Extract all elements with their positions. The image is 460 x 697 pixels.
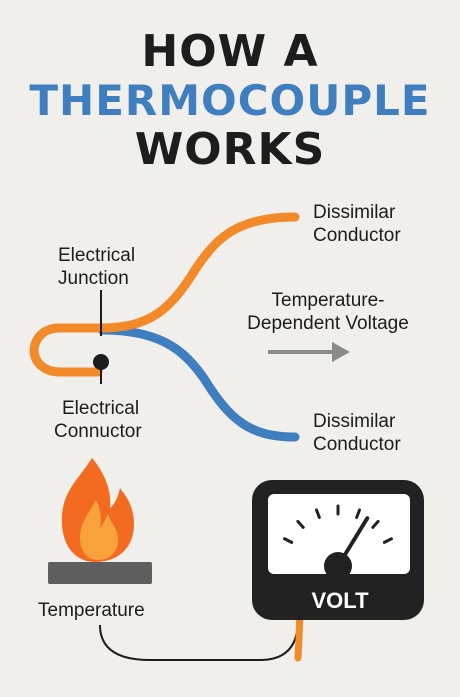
meter-tick: [283, 537, 294, 544]
voltage-label-line2: Dependent Voltage: [247, 313, 409, 334]
connector-dot: [93, 354, 109, 370]
title-line-1: HOW A: [141, 26, 319, 77]
meter-ticks: [283, 504, 393, 544]
connector-label: Electrical Connuctor: [54, 397, 142, 443]
connector-label-line2: Connuctor: [54, 421, 142, 442]
meter-tick: [314, 508, 321, 519]
arrow-right-icon: [268, 342, 350, 362]
meter-tick: [355, 508, 362, 519]
temperature-lead-wire: [99, 619, 299, 661]
meter-tick: [382, 537, 393, 544]
title-line-3: WORKS: [134, 124, 326, 175]
junction-label-line2: Junction: [58, 268, 129, 289]
temperature-label: Temperature: [38, 600, 145, 621]
junction-label: Electrical Junction: [58, 244, 135, 290]
meter-tick: [371, 519, 380, 529]
top-conductor-label-line2: Conductor: [313, 225, 401, 246]
connector-label-line1: Electrical: [62, 398, 140, 419]
bottom-conductor-label-line1: Dissimilar: [313, 411, 396, 432]
voltmeter-icon: [252, 480, 424, 620]
meter-pivot: [324, 552, 352, 580]
flame-icon: [61, 458, 134, 562]
voltage-label: Temperature- Dependent Voltage: [228, 289, 428, 335]
top-conductor-label-line1: Dissimilar: [313, 202, 396, 223]
meter-tick: [296, 519, 305, 529]
voltage-label-line1: Temperature-: [271, 290, 385, 311]
junction-label-line1: Electrical: [58, 245, 136, 266]
top-conductor-label: Dissimilar Conductor: [313, 201, 401, 247]
orange-conductor-wire: [29, 212, 300, 377]
meter-label: VOLT: [311, 588, 369, 613]
title-line-2: THERMOCOUPLE: [29, 76, 431, 125]
burner-base: [48, 562, 152, 584]
bottom-conductor-label: Dissimilar Conductor: [313, 410, 401, 456]
blue-conductor-wire: [97, 325, 300, 442]
meter-face: [268, 494, 410, 574]
bottom-conductor-label-line2: Conductor: [313, 434, 401, 455]
